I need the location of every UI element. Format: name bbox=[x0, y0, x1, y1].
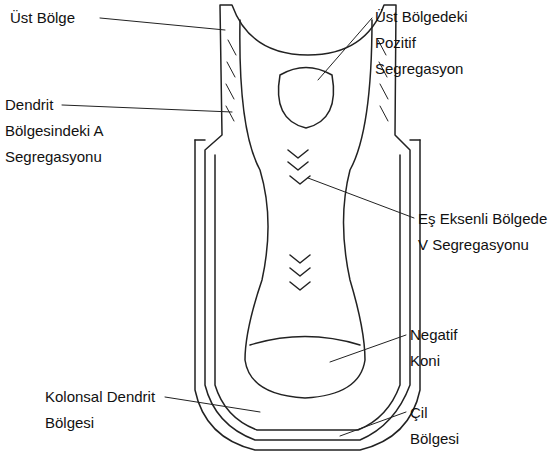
leader-line bbox=[340, 412, 406, 436]
leader-line bbox=[318, 18, 372, 80]
v-segregation-marks bbox=[288, 150, 310, 290]
zone-label: Üst Bölgedeki Pozitif Segregasyon bbox=[375, 4, 490, 82]
leader-line bbox=[330, 335, 406, 362]
leader-line bbox=[100, 18, 225, 30]
mould-top bbox=[195, 139, 420, 141]
zone-label: Çil Bölgesi bbox=[410, 400, 472, 452]
negative-cone bbox=[250, 337, 360, 346]
positive-segregation bbox=[278, 68, 333, 129]
zone-label: Eş Eksenli Bölgede V Segregasyonu bbox=[418, 206, 550, 258]
a-segregation-marks bbox=[226, 40, 388, 121]
zone-label: Üst Bölge bbox=[10, 5, 120, 31]
zone-label: Kolonsal Dendrit Bölgesi bbox=[45, 384, 170, 436]
zone-label: Negatif Koni bbox=[410, 322, 472, 374]
mould-wall bbox=[195, 140, 420, 450]
equiaxed-zone-boundary bbox=[240, 20, 372, 398]
leader-line bbox=[165, 397, 260, 412]
leader-line bbox=[308, 178, 414, 218]
chill-zone-boundary bbox=[215, 155, 400, 430]
leader-line bbox=[62, 105, 232, 112]
zone-label: Dendrit Bölgesindeki A Segregasyonu bbox=[5, 92, 125, 170]
